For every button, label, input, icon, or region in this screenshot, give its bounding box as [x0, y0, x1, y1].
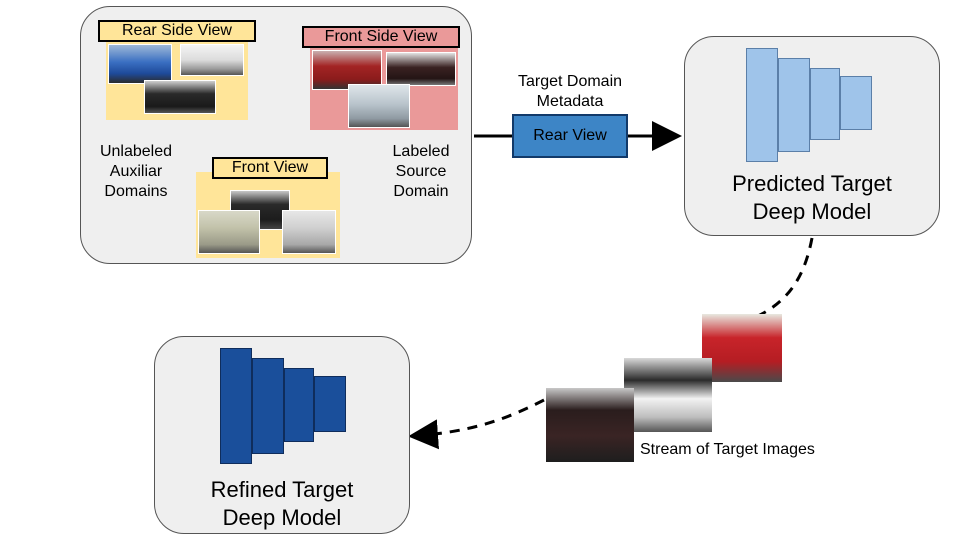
car-photo: [144, 80, 216, 114]
labeled-source-domain-label: Labeled Source Domain: [392, 143, 450, 200]
unlabeled-auxiliar-domains-label: Unlabeled Auxiliar Domains: [99, 143, 173, 200]
refined-model-label: Refined Target Deep Model: [210, 477, 354, 530]
predicted-model-label: Predicted Target Deep Model: [732, 171, 892, 224]
front-side-view-label: Front Side View: [302, 26, 460, 48]
car-photo: [198, 210, 260, 254]
car-photo: [312, 50, 382, 90]
car-photo: [282, 210, 336, 254]
network-layer: [778, 58, 810, 152]
car-photo: [348, 84, 410, 128]
network-layer: [840, 76, 872, 130]
car-photo: [108, 44, 172, 84]
stream-to-refined-dashed: [408, 398, 545, 450]
network-layer: [220, 348, 252, 464]
target-domain-metadata-caption: Target Domain Metadata: [517, 73, 623, 110]
rear-side-view-label: Rear Side View: [98, 20, 256, 42]
target-image: [546, 388, 634, 462]
front-view-label: Front View: [212, 157, 328, 179]
network-layer: [284, 368, 314, 442]
network-layer: [810, 68, 840, 140]
car-photo: [180, 44, 244, 76]
network-layer: [746, 48, 778, 162]
stream-of-target-images-caption: Stream of Target Images: [640, 441, 815, 458]
target-image: [702, 314, 782, 382]
network-layer: [314, 376, 346, 432]
model-to-stream-dashed: [757, 237, 814, 318]
car-photo: [386, 52, 456, 86]
network-layer: [252, 358, 284, 454]
rear-view-metadata-box: Rear View: [512, 114, 628, 158]
target-image: [624, 358, 712, 432]
